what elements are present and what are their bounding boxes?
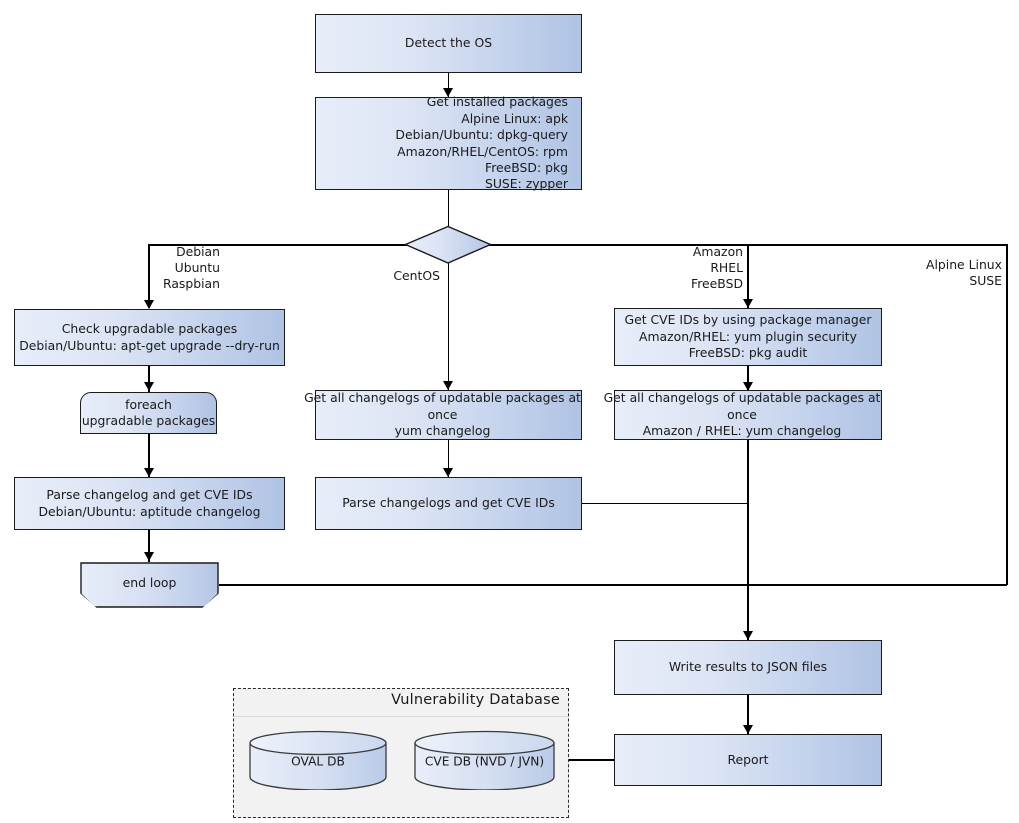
group-header-divider xyxy=(234,716,568,717)
arrowhead-centos-changelogs xyxy=(443,381,453,390)
node-write-results-label: Write results to JSON files xyxy=(668,659,828,675)
cve-db-cylinder-icon xyxy=(414,730,555,791)
edge-label-alpine-branch: Alpine Linux SUSE xyxy=(925,257,1002,289)
node-foreach-loop-label: foreach upgradable packages xyxy=(81,396,216,428)
arrowhead-parse-changelog xyxy=(144,468,154,477)
edge-cve-to-changelogs-rhel xyxy=(747,366,749,394)
node-get-cve-ids-pm-label: Get CVE IDs by using package manager Ama… xyxy=(624,312,872,361)
node-parse-changelogs-centos-label: Parse changelogs and get CVE IDs xyxy=(342,495,555,511)
arrowhead-end-loop xyxy=(144,552,154,561)
database-oval-db[interactable]: OVAL DB xyxy=(248,730,388,791)
database-cve-db[interactable]: CVE DB (NVD / JVN) xyxy=(413,730,556,791)
arrowhead-foreach xyxy=(144,382,154,391)
node-parse-changelog-deb-label: Parse changelog and get CVE IDs Debian/U… xyxy=(38,487,261,519)
oval-db-cylinder-icon xyxy=(249,730,387,791)
edge-label-amazon-branch: Amazon RHEL FreeBSD xyxy=(691,244,743,292)
node-get-cve-ids-pm[interactable]: Get CVE IDs by using package manager Ama… xyxy=(614,308,882,366)
edge-check-to-foreach xyxy=(148,366,150,394)
edge-endloop-right xyxy=(219,584,1007,586)
node-get-installed-packages-label: Get installed packages Alpine Linux: apk… xyxy=(395,94,568,192)
os-decision-diamond xyxy=(404,225,492,264)
node-write-results[interactable]: Write results to JSON files xyxy=(614,640,882,695)
edge-changelogs-rhel-to-write xyxy=(747,440,749,640)
arrowhead-report xyxy=(743,725,753,734)
node-parse-changelog-deb[interactable]: Parse changelog and get CVE IDs Debian/U… xyxy=(14,477,285,530)
node-changelogs-centos-label: Get all changelogs of updatable packages… xyxy=(304,390,581,439)
edge-amazon-down xyxy=(747,244,749,308)
edge-detect-to-packages xyxy=(447,73,450,97)
node-parse-changelogs-centos[interactable]: Parse changelogs and get CVE IDs xyxy=(315,477,582,530)
edge-centos-down xyxy=(447,262,450,390)
arrowhead-parse-changelogs-centos xyxy=(443,468,453,477)
edge-vulndb-to-report xyxy=(568,759,616,761)
edge-debian-down xyxy=(148,244,150,308)
edge-write-to-report xyxy=(747,695,749,735)
node-check-upgradable[interactable]: Check upgradable packages Debian/Ubuntu:… xyxy=(14,309,285,366)
edge-centos-changelogs-to-parse xyxy=(447,440,450,478)
node-changelogs-rhel[interactable]: Get all changelogs of updatable packages… xyxy=(604,390,882,440)
vulnerability-database-title: Vulnerability Database xyxy=(391,692,560,708)
edge-decision-left-bar xyxy=(149,244,407,246)
node-check-upgradable-label: Check upgradable packages Debian/Ubuntu:… xyxy=(19,321,280,353)
node-report[interactable]: Report xyxy=(614,734,882,786)
arrowhead-check-upgradable xyxy=(144,300,154,309)
edge-parse-centos-right xyxy=(582,502,748,505)
arrowhead-changelogs-rhel xyxy=(743,382,753,391)
edge-label-centos-branch: CentOS xyxy=(393,268,440,283)
node-changelogs-centos[interactable]: Get all changelogs of updatable packages… xyxy=(304,390,582,440)
arrowhead-packages xyxy=(443,88,453,97)
node-report-label: Report xyxy=(727,751,769,767)
node-changelogs-rhel-label: Get all changelogs of updatable packages… xyxy=(603,390,881,439)
edge-packages-to-decision xyxy=(447,190,450,228)
node-foreach-loop[interactable]: foreach upgradable packages xyxy=(80,392,217,434)
node-get-installed-packages[interactable]: Get installed packages Alpine Linux: apk… xyxy=(315,94,582,192)
edge-foreach-to-parse xyxy=(148,434,150,478)
node-detect-os-label: Detect the OS xyxy=(404,35,493,51)
node-end-loop[interactable]: end loop xyxy=(80,562,219,608)
edge-alpine-down xyxy=(1006,244,1008,585)
edge-label-debian-branch: Debian Ubuntu Raspbian xyxy=(162,244,220,292)
node-detect-os[interactable]: Detect the OS xyxy=(315,14,582,73)
edge-parse-to-endloop xyxy=(148,530,150,562)
node-end-loop-label: end loop xyxy=(122,574,177,590)
arrowhead-get-cve-ids xyxy=(743,299,753,308)
arrowhead-write-results xyxy=(743,631,753,640)
